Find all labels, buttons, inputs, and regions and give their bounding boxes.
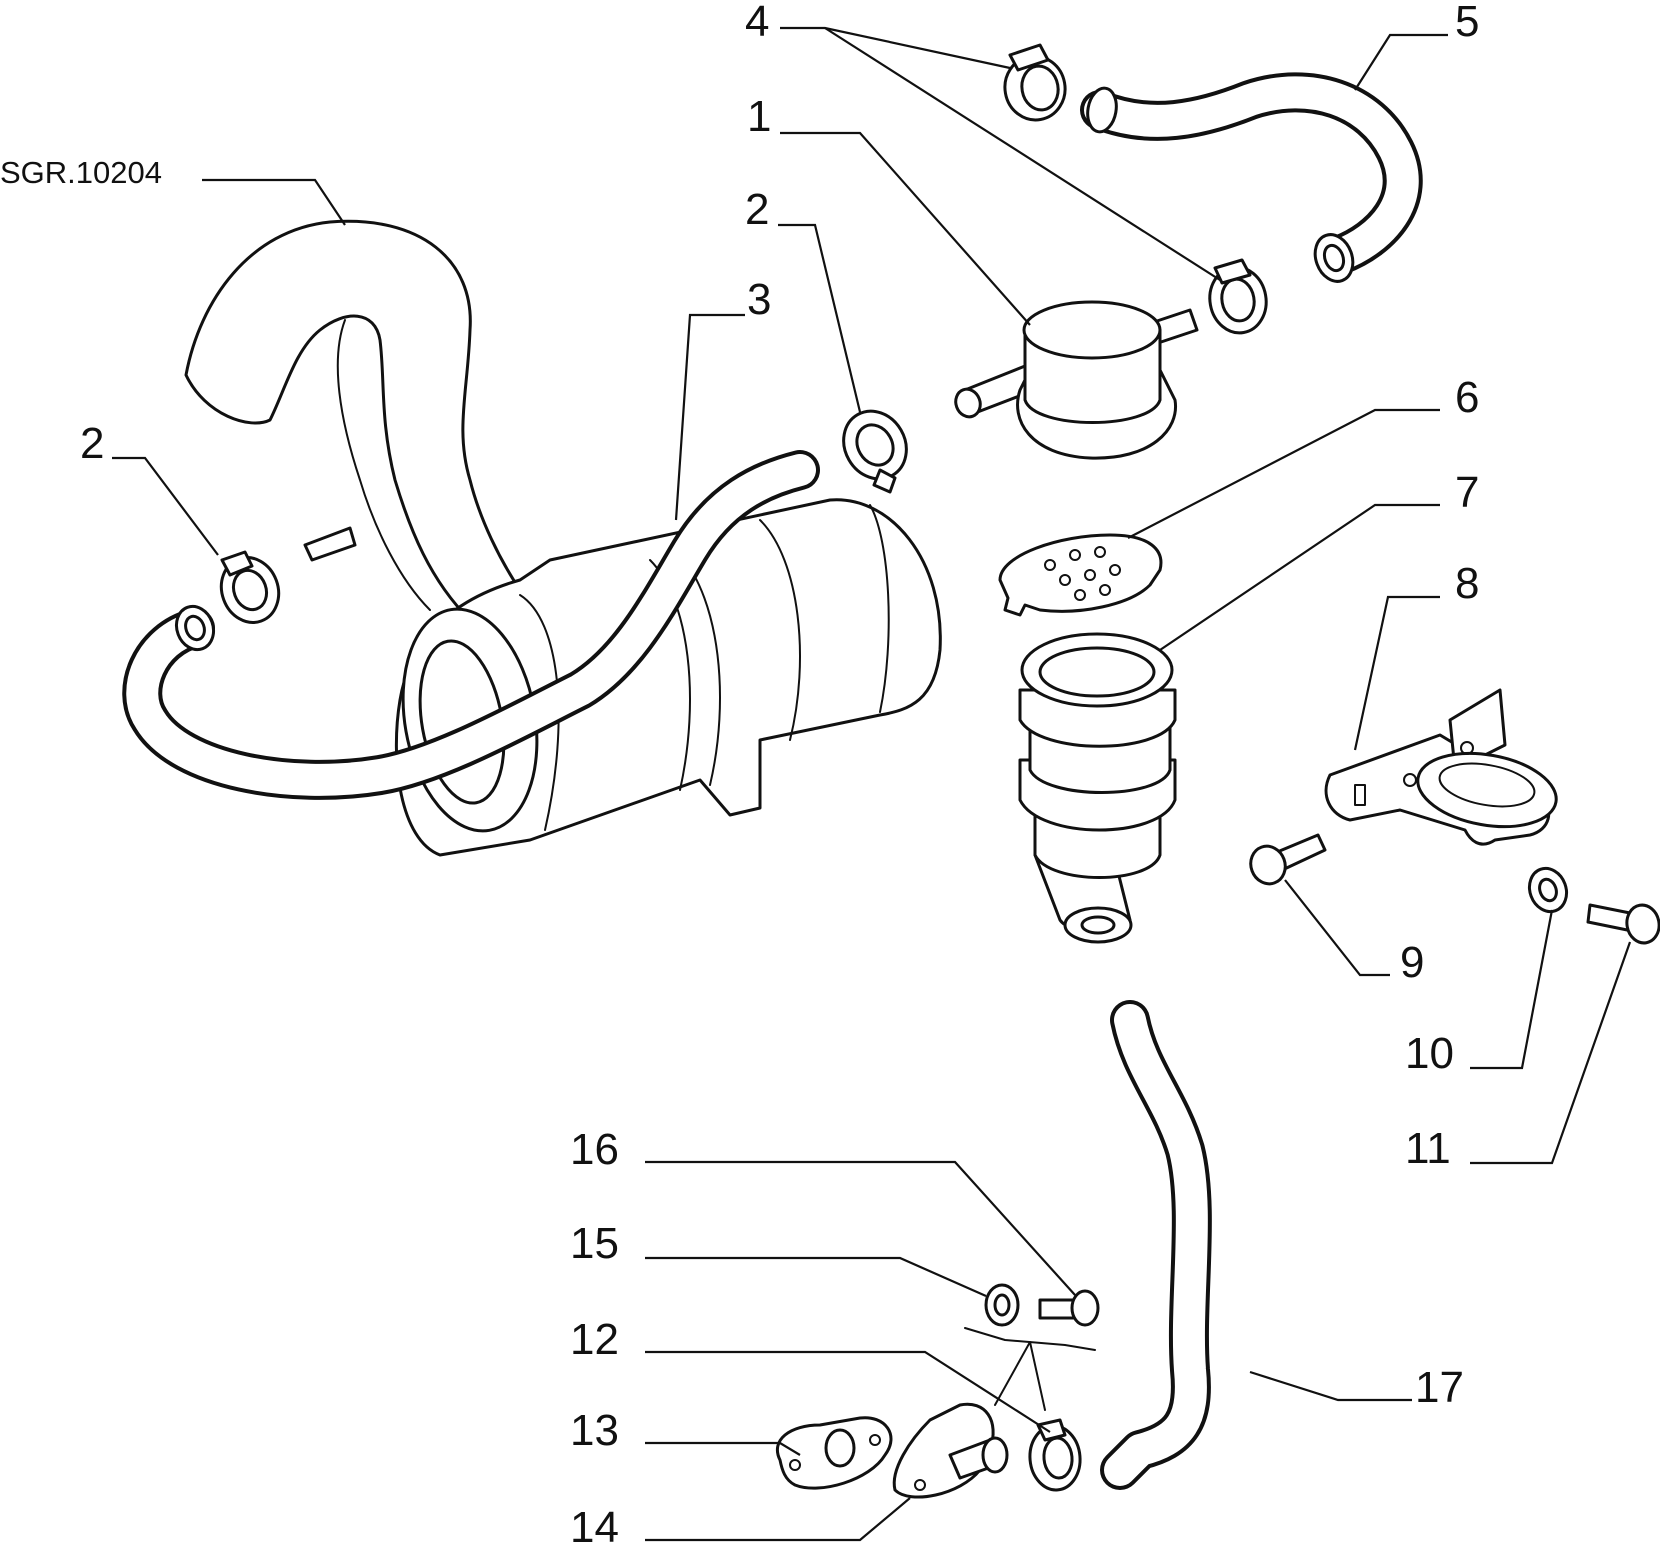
callout-6: 6 <box>1455 373 1479 422</box>
callout-1: 1 <box>747 92 771 141</box>
filter-plate-6 <box>998 533 1163 617</box>
hose-clamp-12 <box>1028 1418 1082 1492</box>
callout-3: 3 <box>747 275 771 324</box>
callout-16: 16 <box>570 1125 619 1174</box>
hose-clamp-4-lower <box>1208 258 1268 335</box>
bolt-11 <box>1586 903 1660 945</box>
group-stem-line <box>994 1341 1046 1411</box>
callout-17: 17 <box>1415 1363 1464 1412</box>
callout-7: 7 <box>1455 468 1479 517</box>
bracket-8 <box>1324 688 1558 846</box>
callout-11: 11 <box>1405 1124 1451 1173</box>
hose-clamp-2-left <box>219 550 281 624</box>
gasket-13 <box>776 1416 893 1490</box>
hose-clamp-4-top <box>1003 43 1067 122</box>
fitting-14 <box>892 1402 1009 1499</box>
callout-9: 9 <box>1400 938 1424 987</box>
hose-5 <box>1080 72 1423 283</box>
group-bracket-line <box>964 1327 1096 1351</box>
breather-hose-3 <box>122 450 820 800</box>
callout-14: 14 <box>570 1503 619 1548</box>
callout-15: 15 <box>570 1219 619 1268</box>
callout-8: 8 <box>1455 559 1479 608</box>
callout-13: 13 <box>570 1406 619 1455</box>
callout-2-middle: 2 <box>745 185 769 234</box>
intake-hose <box>184 219 522 622</box>
callout-12: 12 <box>570 1315 619 1364</box>
bolt-16 <box>1038 1289 1100 1327</box>
callout-2-left: 2 <box>80 419 104 468</box>
callout-10: 10 <box>1405 1029 1454 1078</box>
callout-4: 4 <box>745 0 769 46</box>
callout-5: 5 <box>1455 0 1479 46</box>
bolt-9 <box>1249 833 1327 886</box>
callout-labels: 1 2 2 3 4 5 6 7 8 9 10 11 12 13 14 15 16… <box>80 0 1479 1548</box>
valve-1 <box>954 300 1199 460</box>
washer-10 <box>1527 866 1569 914</box>
hose-clamp-2-middle <box>842 409 908 494</box>
washer-15 <box>984 1283 1020 1327</box>
hose-17 <box>1100 1000 1212 1490</box>
filter-cup-7 <box>1018 632 1177 944</box>
leader-lines <box>112 26 1632 1542</box>
reference-label: SGR.10204 <box>0 155 162 190</box>
